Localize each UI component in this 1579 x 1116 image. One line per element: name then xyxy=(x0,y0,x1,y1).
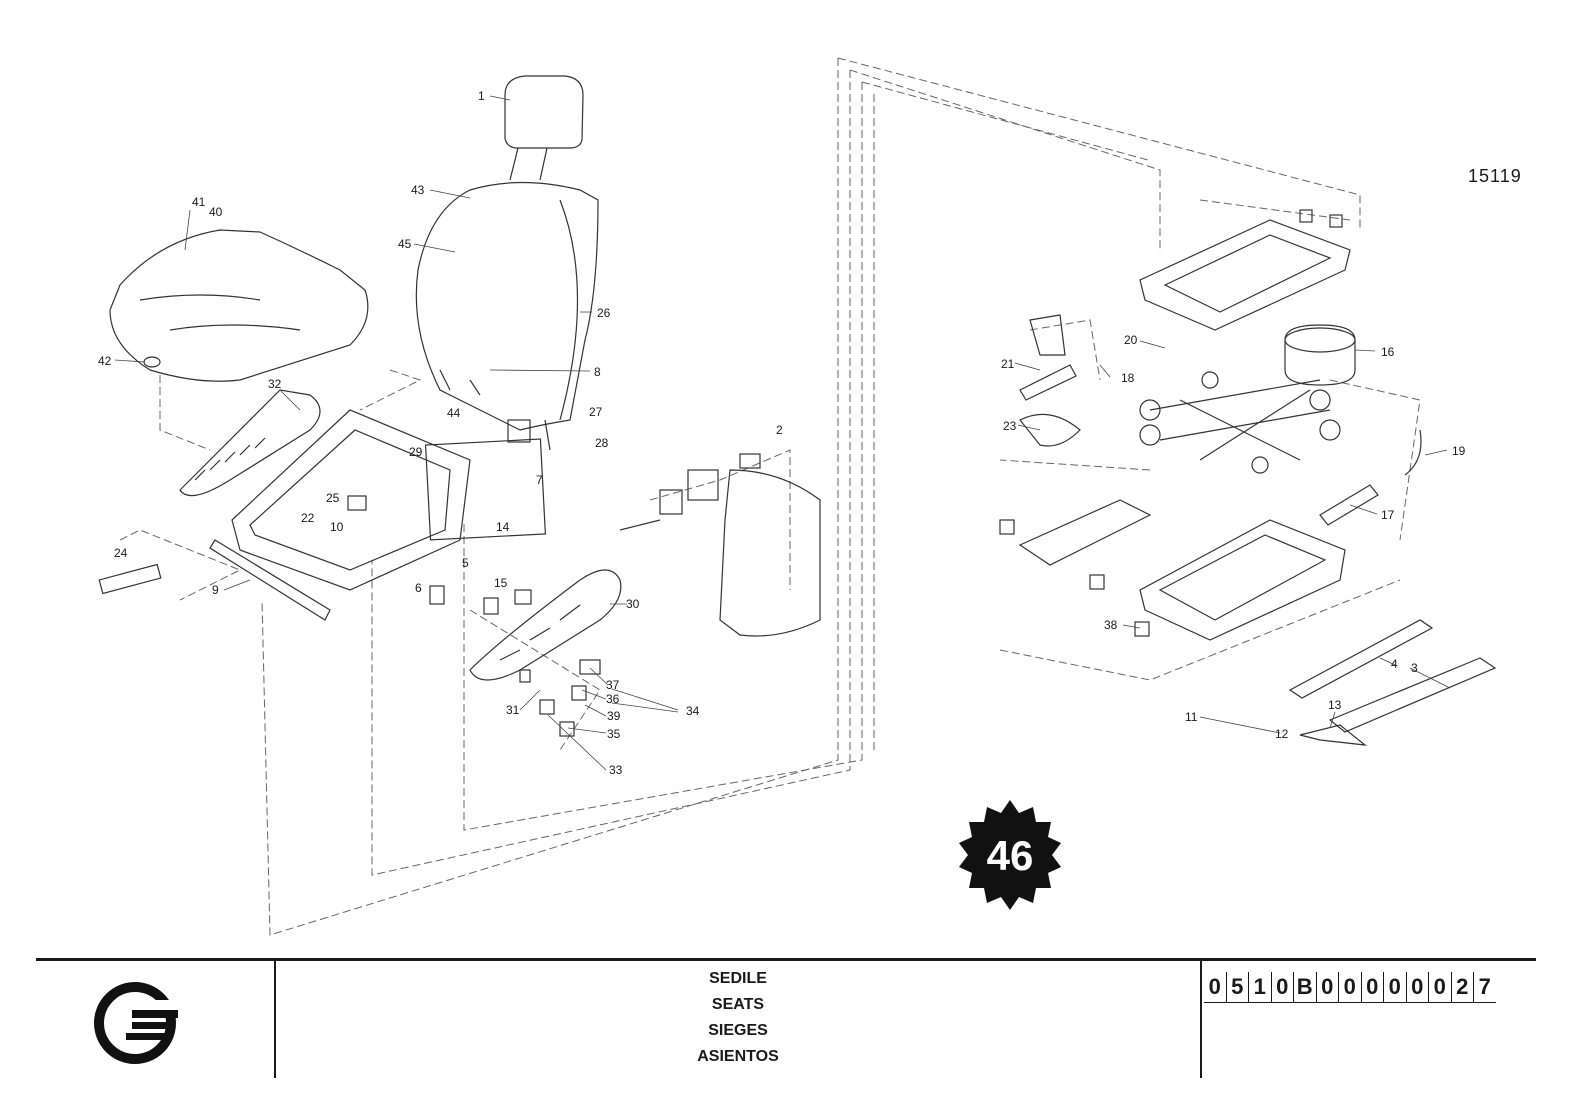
code-digit: 0 xyxy=(1360,972,1384,1002)
part-label-32: 32 xyxy=(268,377,282,391)
page-badge: 46 xyxy=(959,800,1061,910)
code-digit: 0 xyxy=(1208,974,1221,999)
part-label-31: 31 xyxy=(506,703,520,717)
part-label-7: 7 xyxy=(536,473,543,487)
title-english: SEATS xyxy=(711,996,765,1013)
part-label-15: 15 xyxy=(494,576,508,590)
part-label-33: 33 xyxy=(609,763,623,777)
title-spanish: ASIENTOS xyxy=(697,1048,779,1065)
title-block: SEDILE SEATS SIEGES ASIENTOS 0 5 1 0 B 0… xyxy=(36,958,1536,1078)
title-block-divider-left xyxy=(274,958,276,1078)
part-label-22: 22 xyxy=(301,511,315,525)
part-label-26: 26 xyxy=(597,306,611,320)
part-label-19: 19 xyxy=(1452,444,1466,458)
part-label-12: 12 xyxy=(1275,727,1289,741)
title-list: SEDILE SEATS SIEGES ASIENTOS xyxy=(276,966,1200,1070)
starburst-shape xyxy=(959,800,1061,910)
part-label-36: 36 xyxy=(606,692,620,706)
part-label-35: 35 xyxy=(607,727,621,741)
part-label-11: 11 xyxy=(1185,710,1198,724)
part-label-25: 25 xyxy=(326,491,340,505)
code-digit: 7 xyxy=(1473,972,1496,1002)
page-badge-number: 46 xyxy=(987,832,1034,879)
title-block-top-rule xyxy=(36,958,1536,961)
title-french: SIEGES xyxy=(708,1022,768,1039)
part-label-28: 28 xyxy=(595,436,609,450)
part-label-42: 42 xyxy=(98,354,112,368)
part-label-18: 18 xyxy=(1121,371,1135,385)
code-digit: 5 xyxy=(1225,972,1249,1002)
part-label-45: 45 xyxy=(398,237,412,251)
code-digit: 0 xyxy=(1383,972,1406,1002)
code-digit: 1 xyxy=(1248,972,1271,1002)
part-label-23: 23 xyxy=(1003,419,1017,433)
code-digit: 0 xyxy=(1315,972,1339,1002)
title-italian: SEDILE xyxy=(709,970,767,987)
part-label-21: 21 xyxy=(1001,357,1015,371)
part-label-27: 27 xyxy=(589,405,603,419)
code-digit: 0 xyxy=(1270,972,1294,1002)
part-label-40: 40 xyxy=(209,205,223,219)
part-label-17: 17 xyxy=(1381,508,1395,522)
title-block-divider-right xyxy=(1200,958,1202,1078)
part-code-boxes: 0 5 1 0 B 0 0 0 0 0 0 2 7 xyxy=(1204,972,1496,1003)
part-label-34: 34 xyxy=(686,704,700,718)
part-label-14: 14 xyxy=(496,520,510,534)
part-label-9: 9 xyxy=(212,583,219,597)
code-digit: B xyxy=(1293,972,1316,1002)
code-digit: 0 xyxy=(1338,972,1361,1002)
brand-logo-icon xyxy=(94,982,178,1064)
part-label-43: 43 xyxy=(411,183,425,197)
part-label-29: 29 xyxy=(409,445,423,459)
part-label-38: 38 xyxy=(1104,618,1118,632)
part-label-13: 13 xyxy=(1328,698,1342,712)
part-label-4: 4 xyxy=(1391,657,1398,671)
drawing-number: 15119 xyxy=(1468,166,1522,186)
part-label-24: 24 xyxy=(114,546,128,560)
part-label-44: 44 xyxy=(447,406,461,420)
part-label-41: 41 xyxy=(192,195,206,209)
part-label-5: 5 xyxy=(462,556,469,570)
part-label-20: 20 xyxy=(1124,333,1138,347)
part-label-10: 10 xyxy=(330,520,344,534)
part-label-1: 1 xyxy=(478,89,485,103)
part-label-37: 37 xyxy=(606,678,620,692)
part-label-6: 6 xyxy=(415,581,422,595)
part-label-16: 16 xyxy=(1381,345,1395,359)
code-digit: 2 xyxy=(1450,972,1474,1002)
part-label-8: 8 xyxy=(594,365,601,379)
exploded-parts-diagram: 1 2 3 4 5 6 7 8 9 10 11 12 13 14 15 16 1… xyxy=(98,57,1497,936)
code-digit: 0 xyxy=(1428,972,1451,1002)
code-digit: 0 xyxy=(1405,972,1429,1002)
part-label-30: 30 xyxy=(626,597,640,611)
part-label-2: 2 xyxy=(776,423,783,437)
part-label-3: 3 xyxy=(1411,661,1418,675)
part-label-39: 39 xyxy=(607,709,621,723)
